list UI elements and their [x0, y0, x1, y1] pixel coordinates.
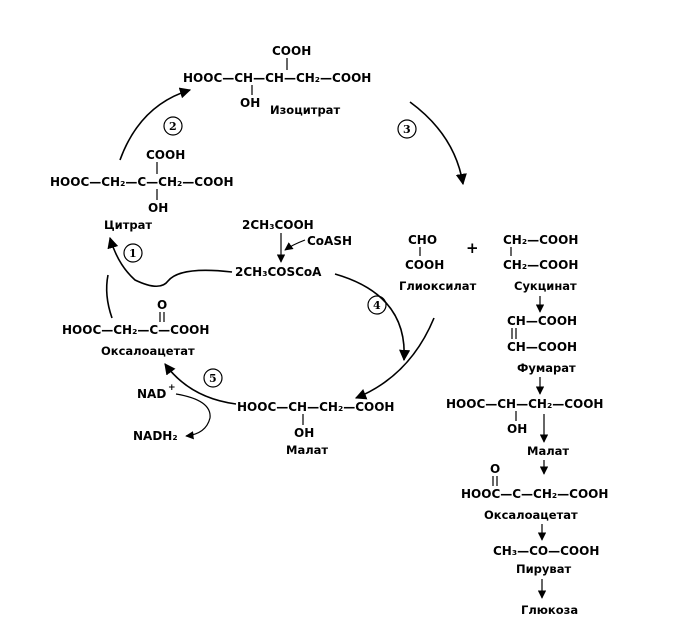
pyruvate-formula: CH₃—CO—COOH [493, 544, 599, 558]
step-2-number: 2 [169, 120, 177, 133]
step-4-number: 4 [373, 299, 381, 312]
arrow-to-citrate [107, 236, 233, 288]
nad-reduction-arrow [175, 393, 211, 440]
malate-left: HOOC—CH—CH₂—COOH OH Малат [237, 400, 394, 457]
nad-label: NAD [137, 387, 166, 401]
succinate-line2: CH₂—COOH [503, 258, 578, 272]
step-1-number: 1 [129, 247, 137, 260]
step-5: 5 [203, 368, 223, 388]
step-2-circle [163, 116, 183, 136]
fumarate: CH—COOH CH—COOH Фумарат [507, 314, 577, 375]
arrow-citrate-isocitrate [119, 87, 192, 161]
step-5-number: 5 [209, 372, 217, 385]
fumarate-line2: CH—COOH [507, 340, 577, 354]
step-3-number: 3 [403, 123, 411, 136]
malate-left-oh: OH [294, 426, 314, 440]
malate-right: HOOC—CH—CH₂—COOH OH Малат [446, 397, 603, 458]
step-4-circle [367, 295, 387, 315]
isocitrate-formula: HOOC—CH—CH—CH₂—COOH [183, 71, 371, 85]
step-1-circle [123, 243, 143, 263]
fumarate-line1: CH—COOH [507, 314, 577, 328]
step-5-circle [203, 368, 223, 388]
glyoxylate-cho: CHO [408, 233, 437, 247]
step-4: 4 [367, 295, 387, 315]
oxaloacetate-right-label: Оксалоацетат [484, 508, 578, 522]
citrate-label: Цитрат [104, 218, 152, 232]
arrow-malate-oxaloacetate [164, 363, 237, 405]
oxaloacetate-right: O HOOC—C—CH₂—COOH Оксалоацетат [461, 462, 608, 522]
plus-sign: + [466, 239, 479, 257]
nadh-label: NADH₂ [133, 429, 178, 443]
succinate: CH₂—COOH CH₂—COOH Сукцинат [503, 233, 578, 293]
citrate-formula: HOOC—CH₂—C—CH₂—COOH [50, 175, 234, 189]
oxaloacetate-right-o: O [490, 462, 500, 476]
arrow-isocitrate-glyoxylate [409, 101, 467, 186]
arrow-oxaloacetate-citrate [105, 274, 113, 319]
acetate-formula: 2CH₃COOH [242, 218, 314, 232]
step-1: 1 [123, 243, 143, 263]
isocitrate: COOH HOOC—CH—CH—CH₂—COOH OH Изоцитрат [183, 44, 371, 117]
succinate-label: Сукцинат [514, 279, 577, 293]
fumarate-label: Фумарат [517, 361, 576, 375]
oxaloacetate-right-formula: HOOC—C—CH₂—COOH [461, 487, 608, 501]
glyoxylate-label: Глиоксилат [399, 279, 477, 293]
malate-left-formula: HOOC—CH—CH₂—COOH [237, 400, 394, 414]
step-3-circle [397, 119, 417, 139]
pyruvate-label: Пируват [516, 562, 571, 576]
oxaloacetate-left-label: Оксалоацетат [101, 344, 195, 358]
cofactors: NAD + NADH₂ [133, 383, 211, 443]
coash-label: CoASH [307, 234, 352, 248]
glyoxylate: CHO COOH Глиоксилат + [399, 233, 479, 293]
glucose-label: Глюкоза [521, 603, 578, 617]
citrate-oh: OH [148, 201, 168, 215]
nad-plus: + [168, 383, 176, 393]
succinate-line1: CH₂—COOH [503, 233, 578, 247]
glyoxylate-cooh: COOH [405, 258, 444, 272]
coash-arrow [284, 239, 306, 251]
pyruvate: CH₃—CO—COOH Пируват [493, 544, 599, 576]
acetyl-coa-formula: 2CH₃COSCoA [235, 265, 322, 279]
step-2: 2 [163, 116, 183, 136]
arrow-glyoxylate-malate [354, 317, 435, 400]
isocitrate-label: Изоцитрат [270, 103, 340, 117]
citrate: COOH HOOC—CH₂—C—CH₂—COOH OH Цитрат [50, 148, 234, 232]
malate-right-oh: OH [507, 422, 527, 436]
isocitrate-top-group: COOH [272, 44, 311, 58]
acetyl-coa-block: 2CH₃COOH CoASH 2CH₃COSCoA [235, 218, 352, 279]
malate-left-label: Малат [286, 443, 328, 457]
step-3: 3 [397, 119, 417, 139]
oxaloacetate-left-o: O [157, 298, 167, 312]
oxaloacetate-left: O HOOC—CH₂—C—COOH Оксалоацетат [62, 298, 209, 358]
oxaloacetate-left-formula: HOOC—CH₂—C—COOH [62, 323, 209, 337]
malate-right-label: Малат [527, 444, 569, 458]
malate-right-formula: HOOC—CH—CH₂—COOH [446, 397, 603, 411]
arrow-acetylcoa-malate [334, 273, 411, 362]
isocitrate-oh: OH [240, 96, 260, 110]
citrate-top-group: COOH [146, 148, 185, 162]
